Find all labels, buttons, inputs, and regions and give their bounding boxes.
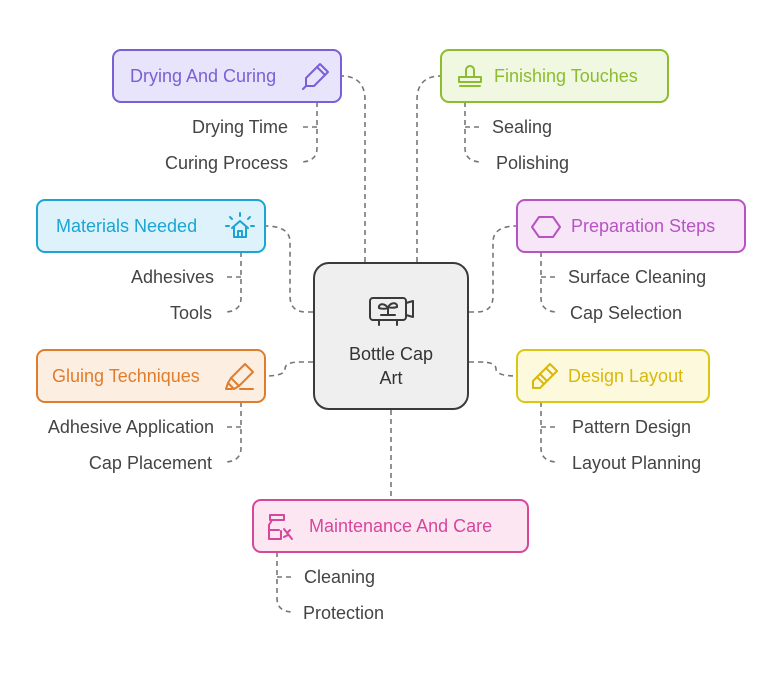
pen-icon <box>302 63 329 90</box>
connector-drying <box>340 75 366 262</box>
maintenance-item-1: Cleaning <box>304 567 376 587</box>
maintenance-item-2: Protection <box>303 603 385 623</box>
cleaning-spray-icon <box>268 514 293 540</box>
connector-maintenance-sub <box>276 552 294 613</box>
highlighter-icon <box>225 363 254 390</box>
branch-gluing-label: Gluing Techniques <box>52 365 200 386</box>
branch-maintenance-label: Maintenance And Care <box>309 515 493 536</box>
drying-item-2: Curing Process <box>164 153 288 173</box>
branch-drying-label: Drying And Curing <box>130 65 277 86</box>
finishing-item-1: Sealing <box>492 117 553 137</box>
connector-gluing-sub <box>223 402 242 463</box>
preparation-item-2: Cap Selection <box>570 303 683 323</box>
pencil-icon <box>532 363 558 389</box>
branch-gluing-techniques[interactable]: Gluing Techniques <box>36 349 266 403</box>
connector-finishing <box>416 75 442 262</box>
connector-design-sub <box>540 402 559 463</box>
stamp-icon <box>458 65 482 87</box>
connector-materials <box>264 225 313 313</box>
connector-design <box>469 361 518 377</box>
connector-materials-sub <box>223 252 242 313</box>
center-label: Bottle Cap Art <box>348 344 434 388</box>
center-node[interactable]: Bottle Cap Art <box>313 262 469 410</box>
branch-preparation-steps[interactable]: Preparation Steps <box>516 199 746 253</box>
branch-preparation-label: Preparation Steps <box>571 215 716 236</box>
branch-design-layout[interactable]: Design Layout <box>516 349 710 403</box>
branch-maintenance-and-care[interactable]: Maintenance And Care <box>252 499 529 553</box>
design-item-2: Layout Planning <box>572 453 702 473</box>
bottle-cap-art-icon <box>369 297 414 326</box>
branch-materials-label: Materials Needed <box>56 215 198 236</box>
preparation-item-1: Surface Cleaning <box>568 267 707 287</box>
connector-preparation-sub <box>540 252 559 313</box>
connector-drying-sub <box>299 102 318 163</box>
branch-drying-and-curing[interactable]: Drying And Curing <box>112 49 342 103</box>
materials-item-2: Tools <box>169 303 212 323</box>
finishing-item-2: Polishing <box>496 153 570 173</box>
materials-item-1: Adhesives <box>130 267 214 287</box>
hexagon-icon <box>531 216 561 238</box>
design-item-1: Pattern Design <box>572 417 692 437</box>
branch-finishing-label: Finishing Touches <box>494 65 638 86</box>
branch-design-label: Design Layout <box>568 365 684 386</box>
drying-item-1: Drying Time <box>191 117 288 137</box>
branch-materials-needed[interactable]: Materials Needed <box>36 199 266 253</box>
gluing-item-2: Cap Placement <box>88 453 212 473</box>
connector-gluing <box>264 361 313 377</box>
connector-preparation <box>469 225 518 313</box>
gluing-item-1: Adhesive Application <box>47 417 214 437</box>
house-icon <box>225 212 255 238</box>
connector-finishing-sub <box>464 102 483 163</box>
branch-finishing-touches[interactable]: Finishing Touches <box>440 49 669 103</box>
